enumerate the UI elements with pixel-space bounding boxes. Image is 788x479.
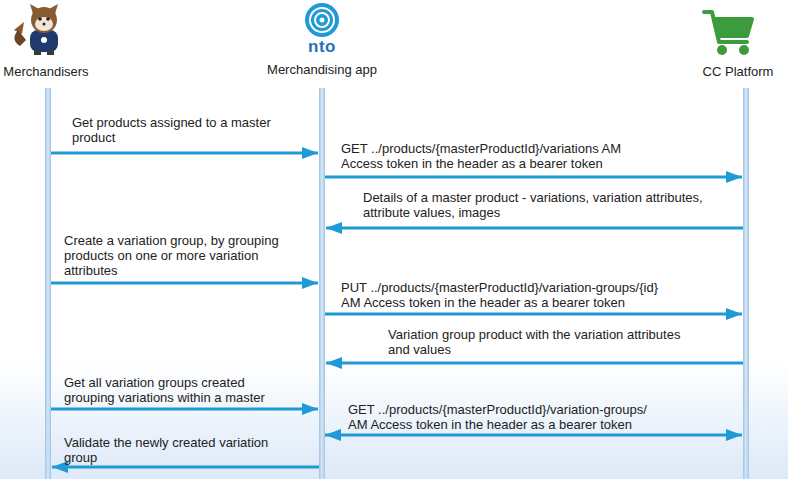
message-label: Create a variation group, by grouping pr… [64,233,304,278]
message-label: PUT ../products/{masterProductId}/variat… [341,280,671,310]
ground-gradient [0,360,788,479]
message-arrow [52,466,319,469]
participant: Merchandisers [3,64,88,79]
participant: CC Platform [703,64,774,79]
message-arrow [51,282,318,285]
message-label: Get products assigned to a master produc… [72,115,292,145]
message-arrow [325,434,742,437]
message-arrow [326,362,743,365]
message-arrow [51,408,318,411]
cart-icon [704,12,752,53]
message-label: Validate the newly created variation gro… [64,435,274,465]
logo-text: nto [267,38,377,56]
participant: ntoMerchandising app [267,38,377,77]
message-label: Get all variation groups created groupin… [64,375,296,405]
message-label: Variation group product with the variati… [388,327,688,357]
message-label: Details of a master product - variations… [363,190,738,220]
lifeline [45,88,51,479]
nto-logo [305,3,339,37]
participant-name: Merchandising app [267,62,377,77]
message-arrow [325,313,742,316]
message-arrow [51,152,318,155]
participant-name: CC Platform [703,64,774,79]
lifeline [743,88,749,479]
message-label: GET ../products/{masterProductId}/variat… [348,402,648,432]
message-arrow [326,227,743,230]
astro-icon [14,4,58,55]
participant-name: Merchandisers [3,64,88,79]
message-arrow [325,176,742,179]
lifeline [319,88,325,479]
message-label: GET ../products/{masterProductId}/variat… [341,141,641,171]
